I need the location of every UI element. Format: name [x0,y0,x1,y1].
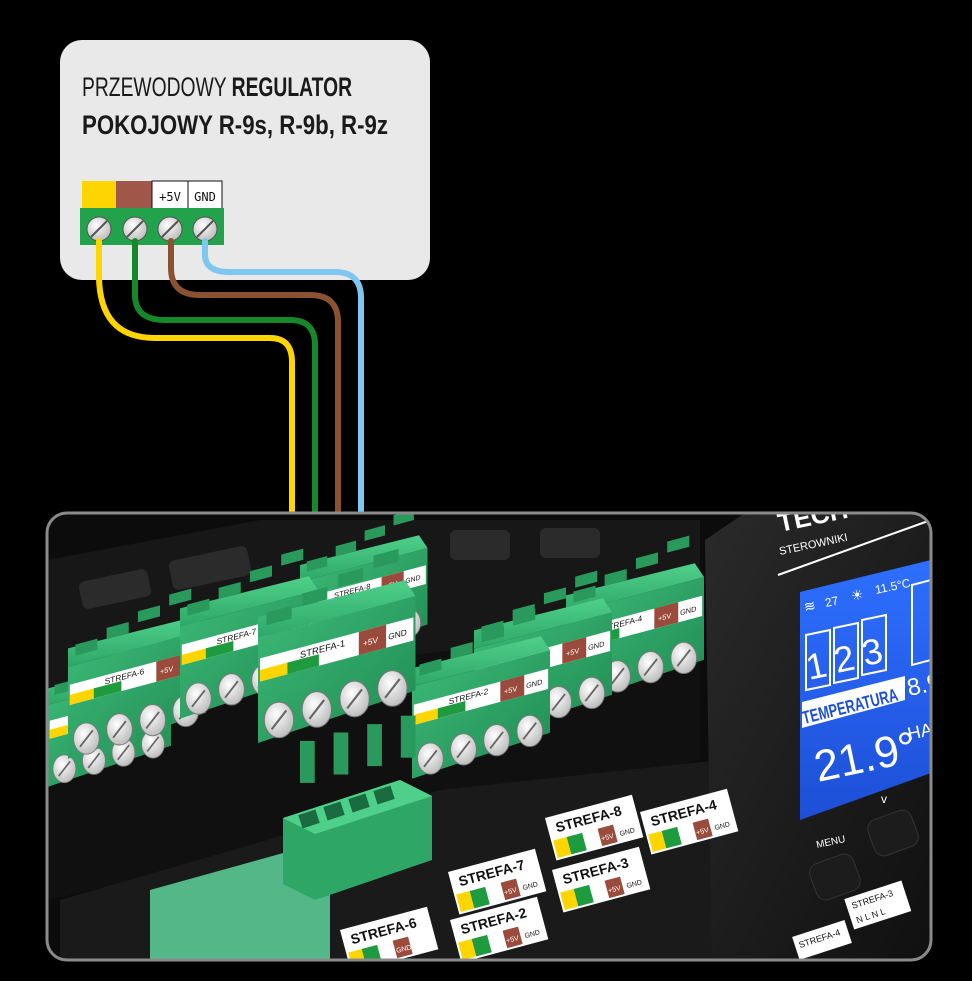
photo-frame [45,511,933,962]
connector-5v-label: +5V [160,664,173,676]
terminal-color-yellow [82,181,116,209]
screen-top-value1: 27 [824,593,840,610]
room-controller-box: PRZEWODOWY REGULATOR POKOJOWY R-9s, R-9b… [60,40,430,280]
terminal-label-5v: +5V [159,190,181,204]
svg-text:GND: GND [396,944,413,955]
empty-socket [283,780,432,900]
screen-side-value: 8.9 [905,669,943,702]
wifi-icon: ≋ [802,597,817,615]
pcb-label-strefa-3: STREFA-3 N L N L [844,880,912,930]
svg-text:GND: GND [524,929,541,940]
terminal-color-brown [116,181,152,209]
svg-text:GND: GND [626,879,643,890]
svg-text:GND: GND [619,827,636,838]
wires [96,238,364,631]
svg-text:GND: GND [714,821,731,832]
svg-text:+5V: +5V [608,885,622,895]
connector-5v-label: +5V [566,646,579,658]
controller-title-light: PRZEWODOWY [82,72,232,102]
device-panel: TECH STEROWNIKI ≋ 27 ☀ 11.5°C [47,513,943,960]
down-button[interactable] [865,807,921,858]
menu-button[interactable] [807,851,863,902]
connector-5v-label: +5V [658,611,671,623]
controller-terminal-block: +5V GND [80,180,224,245]
controller-front: TECH STEROWNIKI ≋ 27 ☀ 11.5°C [705,513,943,960]
sun-icon: ☀ [849,586,865,604]
svg-text:GND: GND [522,881,539,892]
svg-text:+5V: +5V [601,833,615,843]
pcb-label-strefa-4: STREFA-4 [792,920,852,960]
connector-gnd-label: GND [405,575,420,586]
wire-blue [202,238,364,607]
controller-title-bold: REGULATOR [232,72,352,102]
wire-green [132,238,318,623]
svg-text:+5V: +5V [504,887,518,897]
connector-5v-label: +5V [504,684,517,696]
wire-yellow [96,238,295,631]
down-label: v [881,792,887,806]
svg-text:+5V: +5V [506,935,520,945]
svg-text:+5V: +5V [696,827,710,837]
lcd-screen: ≋ 27 ☀ 11.5°C 1 2 3 TEMPERATURA [800,560,943,820]
controller-title-line2: POKOJOWY R-9s, R-9b, R-9z [82,110,388,140]
svg-text:PRZEWODOWY REGULATOR: PRZEWODOWY REGULATOR [82,72,352,102]
terminal-label-gnd: GND [194,190,216,204]
connector-5v-label: +5V [363,635,378,649]
wire-brown [168,238,341,615]
